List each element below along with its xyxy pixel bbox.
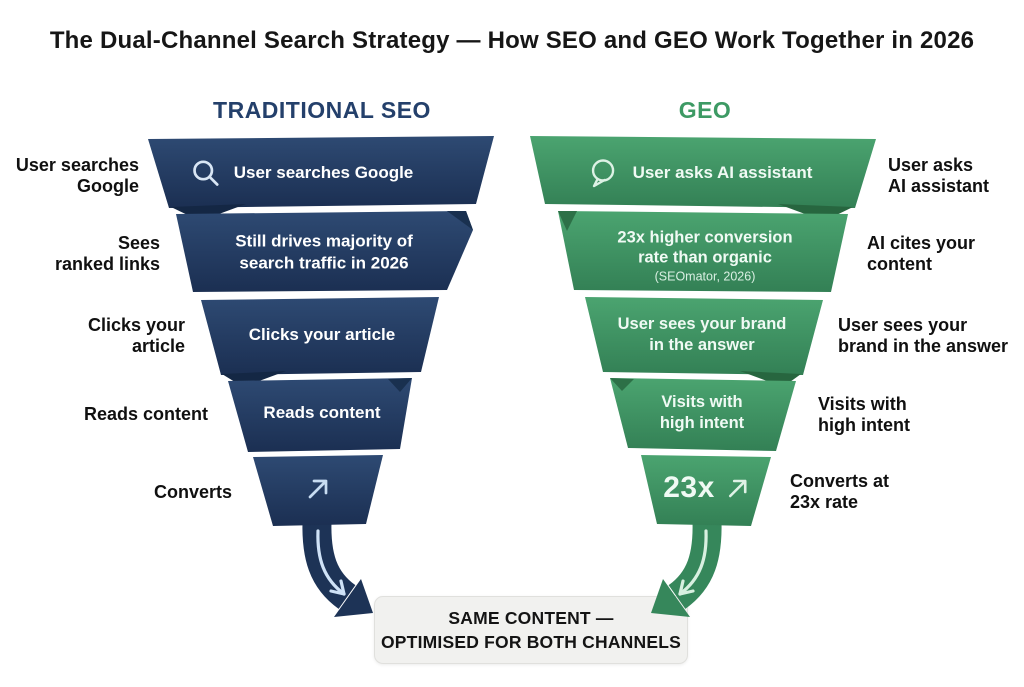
seo-output-arrow-inner-head	[329, 579, 346, 596]
seo-stage-4-shape	[228, 378, 412, 452]
geo-stage-2-fold	[558, 211, 577, 231]
geo-stage-3-shape	[585, 297, 823, 375]
geo-stage-5-shape	[641, 455, 771, 526]
seo-stage-2-label: Still drives majority of search traffic …	[235, 231, 413, 272]
seo-stage-5-label	[302, 473, 334, 505]
geo-stage-2-shape	[558, 211, 848, 292]
geo-side-label-2: AI cites your content	[867, 233, 976, 274]
seo-side-label-1: User searches Google	[15, 155, 139, 196]
seo-side-label-3: Clicks your article	[87, 315, 185, 356]
geo-side-label-1: User asks AI assistant	[888, 155, 990, 196]
footer-line2: OPTIMISED FOR BOTH CHANNELS	[381, 632, 681, 652]
footer-box: SAME CONTENT — OPTIMISED FOR BOTH CHANNE…	[374, 596, 688, 664]
geo-stage-1-shape	[530, 136, 876, 208]
geo-stage-4-label: Visits with high intent	[659, 393, 745, 432]
up-right-arrow-icon	[308, 479, 328, 499]
geo-output-arrow-inner-head	[678, 579, 695, 596]
geo-stage-2-source: (SEOmator, 2026)	[654, 269, 756, 284]
geo-output-arrow-inner	[678, 529, 708, 596]
geo-column-header: GEO	[678, 97, 732, 123]
seo-stage-4-label: Reads content	[263, 403, 381, 422]
geo-side-label-4: Visits with high intent	[818, 394, 910, 435]
geo-stage-1-fold	[778, 204, 853, 221]
seo-column-header: TRADITIONAL SEO	[213, 97, 431, 123]
seo-stage-3-label: Clicks your article	[248, 325, 396, 344]
seo-stage-1-label: User searches Google	[191, 158, 413, 188]
geo-stage-4-fold	[610, 378, 634, 391]
seo-stage-1-fold	[171, 204, 246, 221]
geo-funnel	[530, 136, 876, 617]
footer-line1: SAME CONTENT —	[448, 607, 614, 628]
geo-stage-5-label: 23x	[663, 471, 751, 505]
speech-bubble-icon	[591, 159, 615, 188]
seo-stage-2-fold	[447, 211, 473, 230]
seo-stage-3-shape	[201, 297, 439, 375]
seo-side-label-4: Reads content	[83, 404, 208, 424]
seo-stage-1-shape	[148, 136, 494, 208]
seo-stage-2-shape	[176, 211, 473, 292]
seo-side-label-5: Converts	[153, 482, 232, 502]
geo-stage-2-label: 23x higher conversion rate than organic …	[617, 228, 793, 284]
geo-stage-4-shape	[610, 378, 796, 451]
seo-side-label-2: Sees ranked links	[54, 233, 160, 274]
geo-side-label-5: Converts at 23x rate	[790, 471, 890, 512]
seo-funnel	[148, 136, 494, 617]
geo-side-label-3: User sees your brand in the answer	[838, 315, 1009, 356]
seo-stage-4-fold	[388, 378, 412, 392]
geo-stage-3-label: User sees your brand in the answer	[617, 315, 787, 354]
up-right-arrow-icon	[728, 479, 747, 497]
geo-stage-1-label: User asks AI assistant	[588, 158, 812, 188]
seo-output-arrow-inner	[316, 529, 346, 596]
seo-output-arrowhead	[334, 579, 373, 617]
search-icon	[193, 160, 219, 186]
geo-output-arrowhead	[651, 579, 690, 617]
page-title: The Dual-Channel Search Strategy — How S…	[49, 27, 975, 54]
